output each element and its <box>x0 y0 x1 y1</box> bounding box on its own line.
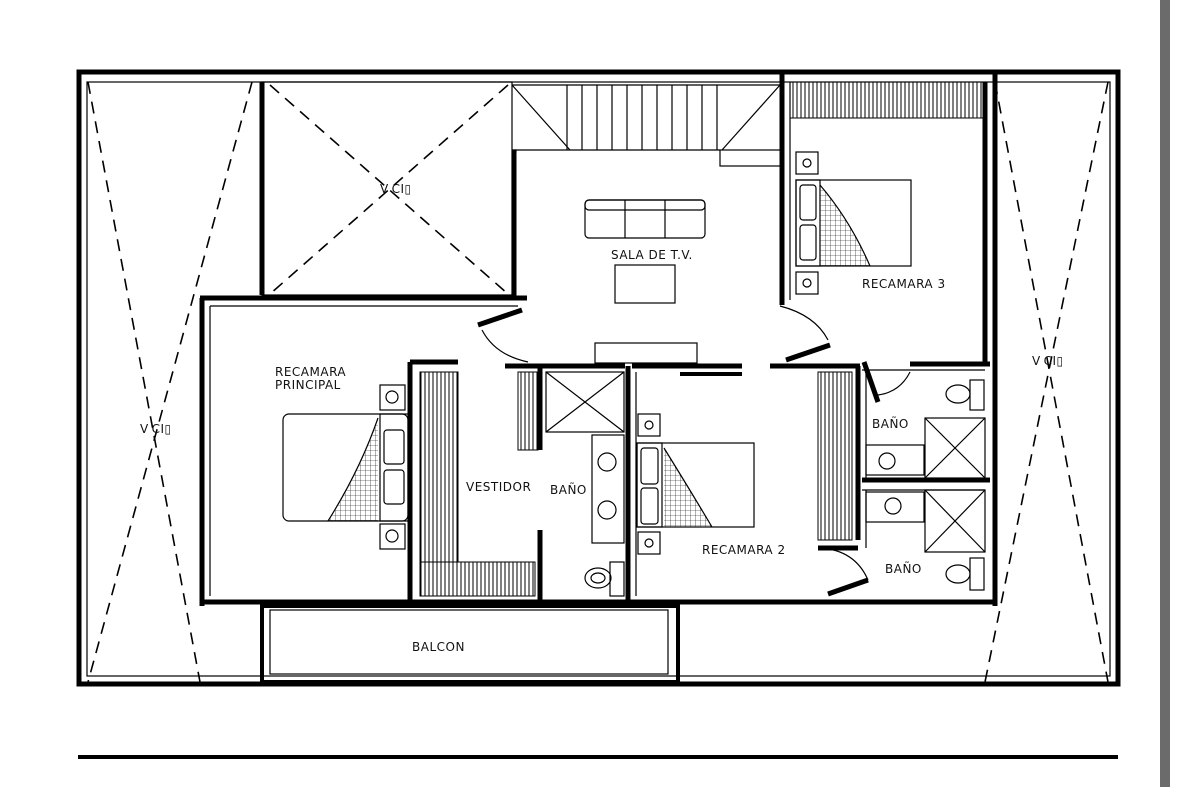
vacio-left-void <box>87 81 265 683</box>
label-bano-recamara-2: BAÑO <box>885 561 922 576</box>
label-vacio-left: V CI▯ <box>140 422 172 436</box>
coffee-table <box>614 264 676 304</box>
label-balcon: BALCON <box>412 640 465 654</box>
label-sala-tv: SALA DE T.V. <box>611 248 693 262</box>
sofa-icon <box>584 199 706 239</box>
recamara-2-walls <box>632 363 861 596</box>
bed-recamara-3 <box>795 151 912 295</box>
bano-principal <box>545 366 631 600</box>
doors <box>477 305 911 597</box>
label-vacio-right: V CI▯ <box>1032 354 1064 368</box>
vacio-right-void <box>984 72 1109 683</box>
label-vestidor: VESTIDOR <box>466 480 531 494</box>
outer-walls <box>76 69 1121 687</box>
label-recamara-2: RECAMARA 2 <box>702 543 786 557</box>
label-bano-principal: BAÑO <box>550 482 587 497</box>
bed-recamara-principal <box>282 384 409 550</box>
balcon <box>260 604 680 684</box>
staircase <box>511 84 783 167</box>
label-bano-recamara-3: BAÑO <box>872 416 909 431</box>
label-recamara-principal-line1: RECAMARA <box>275 365 346 379</box>
bed-recamara-2 <box>636 413 755 555</box>
tv-console <box>594 342 698 364</box>
vestidor-closets <box>419 363 625 600</box>
label-vacio-top: V CI▯ <box>380 182 412 196</box>
banos-right <box>862 369 990 591</box>
recamara-3-walls <box>770 72 990 369</box>
recamara-principal-walls <box>199 295 995 606</box>
sala-walls <box>511 149 517 298</box>
scrollbar[interactable] <box>1160 0 1170 787</box>
label-recamara-principal-line2: PRINCIPAL <box>275 378 341 392</box>
label-recamara-3: RECAMARA 3 <box>862 277 946 291</box>
